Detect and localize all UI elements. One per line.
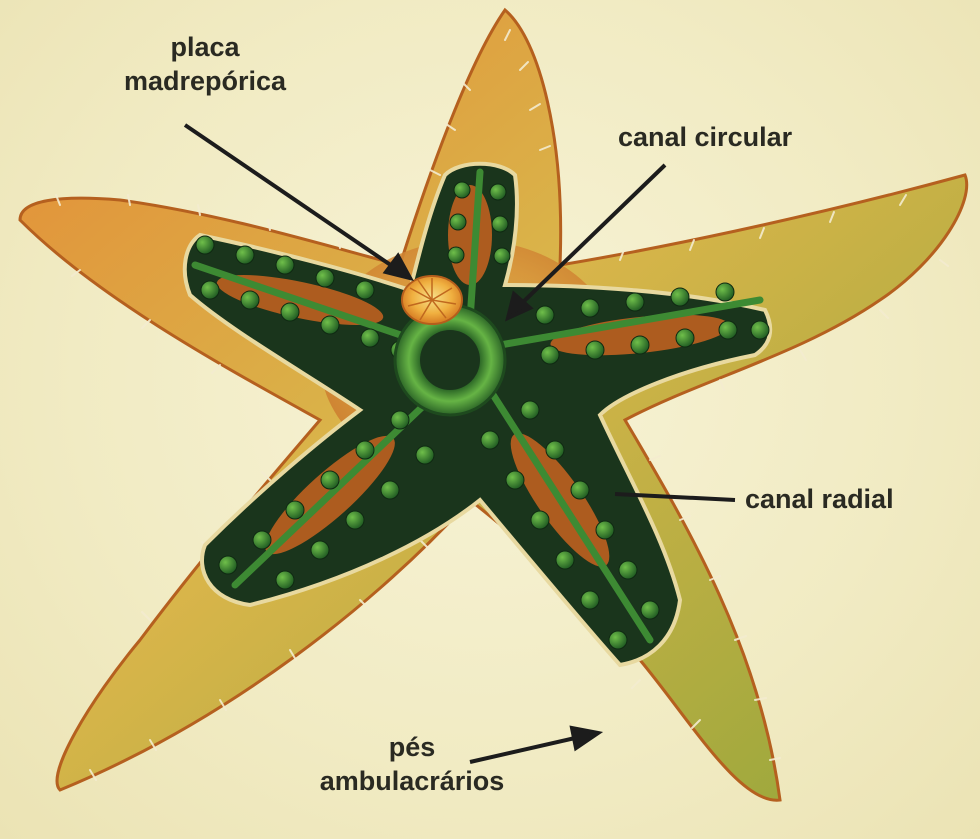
label-madreporic-plate: placa madrepórica [100, 30, 310, 98]
label-madreporic-plate-line1: placa [100, 30, 310, 64]
label-tube-feet-line2: ambulacrários [282, 764, 542, 798]
label-radial-canal: canal radial [745, 482, 894, 516]
label-tube-feet-line1: pés [282, 730, 542, 764]
label-ring-canal: canal circular [618, 120, 792, 154]
arrowhead-tube-feet [572, 728, 598, 748]
label-tube-feet: pés ambulacrários [282, 730, 542, 798]
madreporic-plate [402, 276, 462, 324]
label-madreporic-plate-line2: madrepórica [100, 64, 310, 98]
